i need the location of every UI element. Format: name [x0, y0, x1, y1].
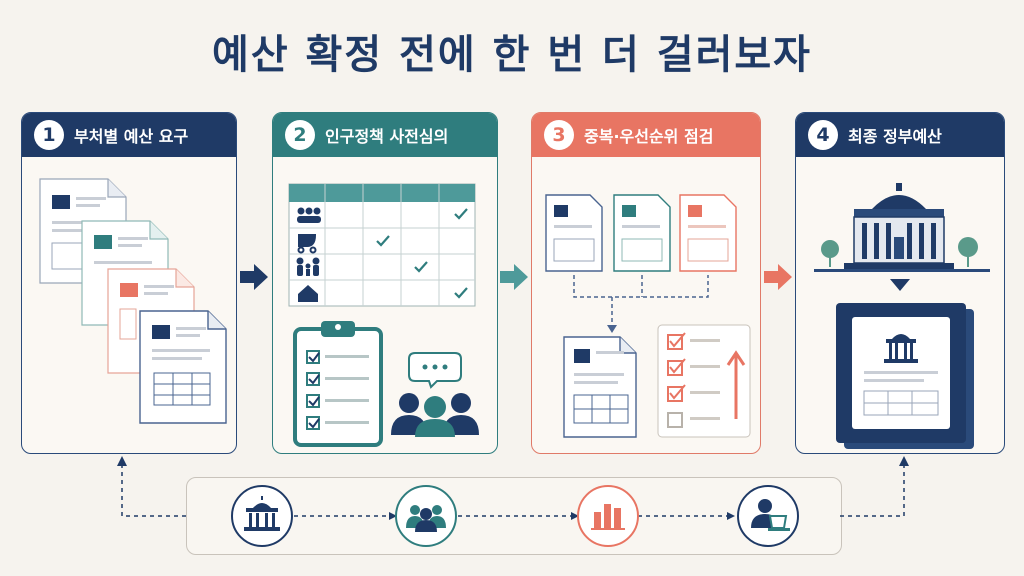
arrow-up-icon [726, 350, 746, 419]
step-label-3: 중복·우선순위 점검 [584, 127, 714, 146]
arrow-right-icon [764, 264, 792, 290]
step-number-2: 2 [285, 120, 315, 150]
arrow-right-icon [500, 264, 528, 290]
step-label-4: 최종 정부예산 [848, 127, 942, 146]
document-icon [679, 194, 737, 272]
people-group-icon [395, 485, 457, 547]
checklist-grid [288, 183, 476, 307]
stacked-documents-illustration [39, 178, 227, 424]
merge-connector [573, 275, 709, 329]
step-panel-1: 1 부처별 예산 요구 [21, 112, 237, 454]
stroller-icon [297, 234, 317, 254]
check-icon [454, 287, 468, 299]
parents-child-icon [296, 257, 320, 276]
budget-book-icon [836, 303, 974, 449]
step-panel-3: 3 중복·우선순위 점검 [531, 112, 761, 454]
priority-check-illustration [545, 194, 751, 438]
feedback-loop-diagram [117, 456, 909, 547]
final-budget-illustration [814, 183, 990, 449]
document-icon [613, 194, 671, 272]
check-icon [376, 235, 390, 247]
family-icon [297, 207, 321, 223]
clipboard-icon [293, 321, 383, 447]
step-header-3: 3 중복·우선순위 점검 [532, 113, 760, 157]
document-icon [545, 194, 603, 272]
step-header-2: 2 인구정책 사전심의 [273, 113, 497, 157]
priority-checklist [657, 324, 751, 438]
bar-chart-icon [577, 485, 639, 547]
government-building-icon [231, 485, 293, 547]
step-label-1: 부처별 예산 요구 [74, 127, 189, 146]
step-number-3: 3 [544, 120, 574, 150]
step-panel-2: 2 인구정책 사전심의 [272, 112, 498, 454]
page-title: 예산 확정 전에 한 번 더 걸러보자 [212, 32, 812, 78]
government-building-icon [814, 183, 990, 272]
arrow-right-icon [240, 264, 268, 290]
document-icon [563, 336, 637, 438]
check-icon [414, 261, 428, 273]
step-header-1: 1 부처별 예산 요구 [22, 113, 236, 157]
committee-people-icon [391, 352, 479, 437]
step-number-4: 4 [808, 120, 838, 150]
document-icon [139, 310, 227, 424]
policy-review-illustration [288, 183, 479, 447]
step-label-2: 인구정책 사전심의 [325, 127, 449, 146]
arrow-down-icon [890, 279, 910, 291]
step-panel-4: 4 최종 정부예산 [795, 112, 1005, 454]
house-icon [298, 285, 318, 302]
check-icon [454, 208, 468, 220]
step-header-4: 4 최종 정부예산 [796, 113, 1004, 157]
step-number-1: 1 [34, 120, 64, 150]
person-laptop-icon [737, 485, 799, 547]
